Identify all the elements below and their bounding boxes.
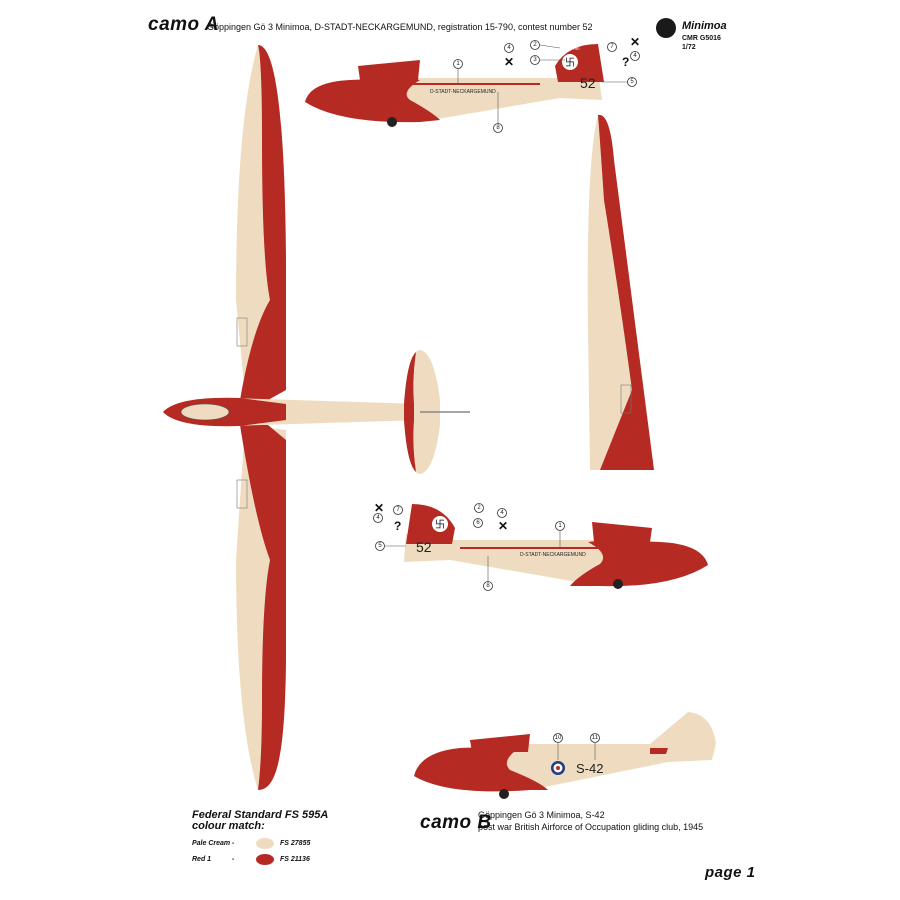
camo-a-swastika-icon: 卐 — [565, 57, 575, 69]
x-mark-icon: ✕ — [504, 55, 514, 69]
callout-4-mid — [373, 513, 383, 523]
x-mark-icon: ✕ — [374, 501, 384, 515]
camo-b-code: S-42 — [576, 761, 603, 776]
legend-subtitle: colour match: — [192, 820, 265, 832]
camo-a-contest-number: 52 — [580, 75, 596, 91]
camo-a-contest-number-mirrored: 52 — [416, 539, 432, 555]
question-mark-icon: ? — [622, 55, 629, 69]
callout-2 — [530, 40, 540, 50]
svg-text:4: 4 — [500, 510, 504, 516]
camo-b-caption-line2: post war British Airforce of Occupation … — [478, 822, 704, 832]
legend-item-name: Red 1 — [192, 856, 212, 863]
brand-emblem-icon — [656, 18, 676, 38]
camo-a-registration-mirrored: D-STADT-NECKARGEMUND — [520, 552, 586, 558]
svg-text:5: 5 — [378, 543, 382, 549]
callout-6-mid — [473, 518, 483, 528]
svg-text:4: 4 — [633, 53, 637, 59]
top-view-canopy — [180, 403, 230, 421]
callout-5-mid — [375, 541, 385, 551]
brand-scale: 1/72 — [682, 44, 696, 51]
svg-text:4: 4 — [507, 45, 511, 51]
svg-text:8: 8 — [486, 583, 490, 589]
callout-3 — [530, 55, 540, 65]
callout-markers: 1 2 3 4 4 5 7 8 1 2 6 7 4 4 5 8 10 11 — [373, 40, 640, 760]
callout-4 — [504, 43, 514, 53]
camo-a-fin-text: 15-790 — [567, 46, 580, 51]
callout-1 — [453, 59, 463, 69]
svg-text:7: 7 — [610, 44, 614, 50]
legend-item-dash: - — [232, 856, 235, 863]
legend-title: Federal Standard FS 595A — [192, 809, 329, 821]
callout-marks: ✕ ? ✕ ✕ ? ✕ — [374, 35, 640, 533]
legend-item-dash: - — [232, 840, 235, 847]
svg-text:10: 10 — [555, 735, 562, 741]
svg-text:1: 1 — [456, 61, 460, 67]
page-label: page 1 — [705, 864, 756, 881]
callout-5 — [627, 77, 637, 87]
camo-a-swastika-icon-mirrored: 卐 — [435, 519, 445, 531]
legend-item: Red 1 - FS 21136 — [192, 854, 342, 870]
callout-4b — [630, 51, 640, 61]
legend-item-name: Pale Cream — [192, 840, 231, 847]
underside-wing — [587, 114, 654, 470]
top-view-tailplane-red — [404, 352, 416, 472]
svg-text:2: 2 — [477, 505, 481, 511]
legend-item: Pale Cream - FS 27855 — [192, 838, 342, 854]
x-mark-icon: ✕ — [630, 35, 640, 49]
camo-a-side-view: D-STADT-NECKARGEMUND 52 15-790 卐 — [305, 44, 604, 127]
callout-4b-mid — [497, 508, 507, 518]
svg-text:11: 11 — [592, 735, 599, 741]
svg-text:3: 3 — [533, 57, 537, 63]
top-view-wing-upper-red — [240, 45, 286, 400]
top-view-glider — [163, 45, 470, 790]
camo-a-side-view-mirrored: D-STADT-NECKARGEMUND 52 卐 — [404, 504, 708, 589]
pale-cream-swatch — [256, 838, 274, 849]
svg-text:2: 2 — [533, 42, 537, 48]
colour-legend: Federal Standard FS 595A colour match: P… — [192, 810, 342, 870]
svg-text:5: 5 — [630, 79, 634, 85]
callout-7 — [607, 42, 617, 52]
legend-item-code: FS 27855 — [280, 840, 311, 847]
x-mark-icon: ✕ — [498, 519, 508, 533]
red-swatch — [256, 854, 274, 865]
camo-a-label: camo A — [148, 14, 219, 35]
legend-item-code: FS 21136 — [280, 856, 310, 863]
camo-a-registration: D-STADT-NECKARGEMUND — [430, 89, 496, 95]
camo-b-caption-line1: Göppingen Gö 3 Minimoa, S-42 — [478, 810, 605, 820]
callout-8 — [493, 123, 503, 133]
svg-text:7: 7 — [396, 507, 400, 513]
brand-name: Minimoa — [682, 20, 727, 32]
camo-b-label: camo B — [420, 812, 492, 833]
brand-code: CMR G5016 — [682, 35, 721, 42]
svg-text:6: 6 — [476, 520, 480, 526]
top-view-wing-lower-red — [240, 425, 286, 790]
camo-a-caption: Göppingen Gö 3 Minimoa, D-STADT-NECKARGE… — [207, 22, 593, 32]
callout-7-mid — [393, 505, 403, 515]
callout-2-mid — [474, 503, 484, 513]
svg-text:4: 4 — [376, 515, 380, 521]
camo-b-side-view: S-42 — [414, 712, 716, 799]
brand-logo: Minimoa CMR G5016 1/72 — [656, 18, 736, 64]
svg-text:1: 1 — [558, 523, 562, 529]
svg-text:8: 8 — [496, 125, 500, 131]
question-mark-icon: ? — [394, 519, 401, 533]
